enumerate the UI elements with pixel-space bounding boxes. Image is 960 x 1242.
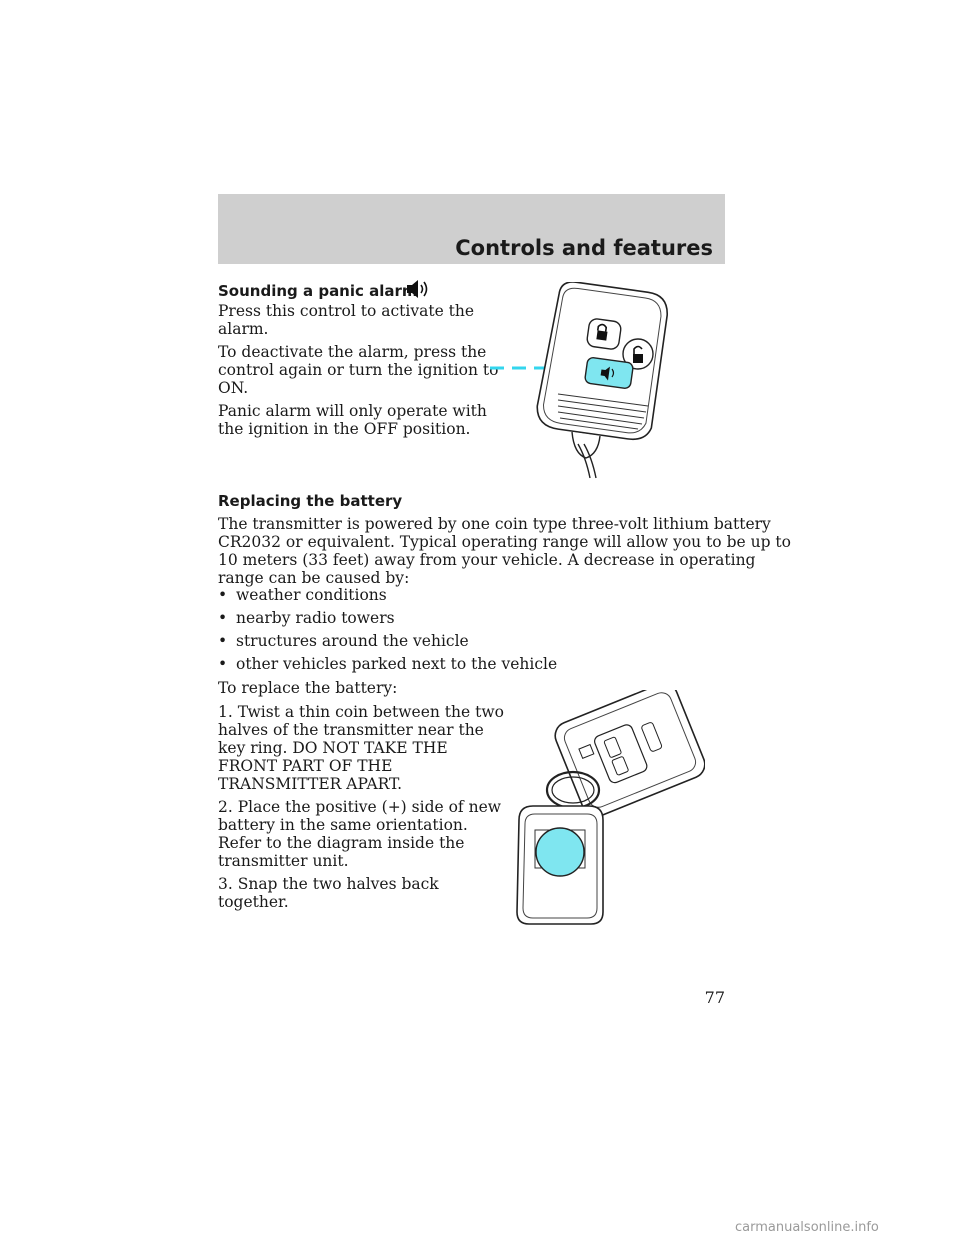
bullet-mark: • xyxy=(218,655,228,673)
page-number: 77 xyxy=(704,988,725,1007)
speaker-sound-icon xyxy=(407,280,428,298)
transmitter-open-illustration xyxy=(516,690,705,925)
step2-line2: battery in the same orientation. xyxy=(218,816,468,834)
bullet-text: weather conditions xyxy=(236,586,387,604)
panic-p2-line2: control again or turn the ignition to xyxy=(218,361,499,379)
bullet-mark: • xyxy=(218,586,228,604)
bullet-mark: • xyxy=(218,632,228,650)
step1-line3: key ring. DO NOT TAKE THE xyxy=(218,739,448,757)
step3-line1: 3. Snap the two halves back xyxy=(218,875,439,893)
coin-battery-icon xyxy=(535,827,585,877)
watermark: carmanualsonline.info xyxy=(735,1220,879,1235)
panic-p3-line1: Panic alarm will only operate with xyxy=(218,402,487,420)
list-item: • structures around the vehicle xyxy=(218,632,469,650)
key-fob-panic-illustration xyxy=(490,282,668,479)
step3-line2: together. xyxy=(218,893,289,911)
step2-line3: Refer to the diagram inside the xyxy=(218,834,465,852)
panic-p2-line3: ON. xyxy=(218,379,249,397)
battery-intro-line4: range can be caused by: xyxy=(218,569,410,587)
step2-line1: 2. Place the positive (+) side of new xyxy=(218,798,502,816)
panic-p1-line1: Press this control to activate the xyxy=(218,302,475,320)
step1-line4: FRONT PART OF THE xyxy=(218,757,393,775)
bullet-mark: • xyxy=(218,609,228,627)
bullet-text: other vehicles parked next to the vehicl… xyxy=(236,655,558,673)
panic-p3-line2: the ignition in the OFF position. xyxy=(218,420,471,438)
list-item: • other vehicles parked next to the vehic… xyxy=(218,655,557,673)
panic-p2-line1: To deactivate the alarm, press the xyxy=(218,343,487,361)
battery-intro-line3: 10 meters (33 feet) away from your vehic… xyxy=(218,551,756,569)
panic-alarm-heading: Sounding a panic alarm xyxy=(218,282,418,300)
step1-line5: TRANSMITTER APART. xyxy=(218,775,403,793)
step2-line4: transmitter unit. xyxy=(218,852,349,870)
panic-p1-line2: alarm. xyxy=(218,320,269,338)
battery-intro-line1: The transmitter is powered by one coin t… xyxy=(218,515,771,533)
to-replace-text: To replace the battery: xyxy=(218,679,398,697)
section-header-band: Controls and features xyxy=(218,194,725,264)
step1-line1: 1. Twist a thin coin between the two xyxy=(218,703,504,721)
list-item: • nearby radio towers xyxy=(218,609,395,627)
step1-line2: halves of the transmitter near the xyxy=(218,721,484,739)
section-title: Controls and features xyxy=(455,236,713,260)
list-item: • weather conditions xyxy=(218,586,387,604)
battery-intro-line2: CR2032 or equivalent. Typical operating … xyxy=(218,533,791,551)
battery-heading: Replacing the battery xyxy=(218,492,403,510)
bullet-text: nearby radio towers xyxy=(236,609,395,627)
bullet-text: structures around the vehicle xyxy=(236,632,469,650)
